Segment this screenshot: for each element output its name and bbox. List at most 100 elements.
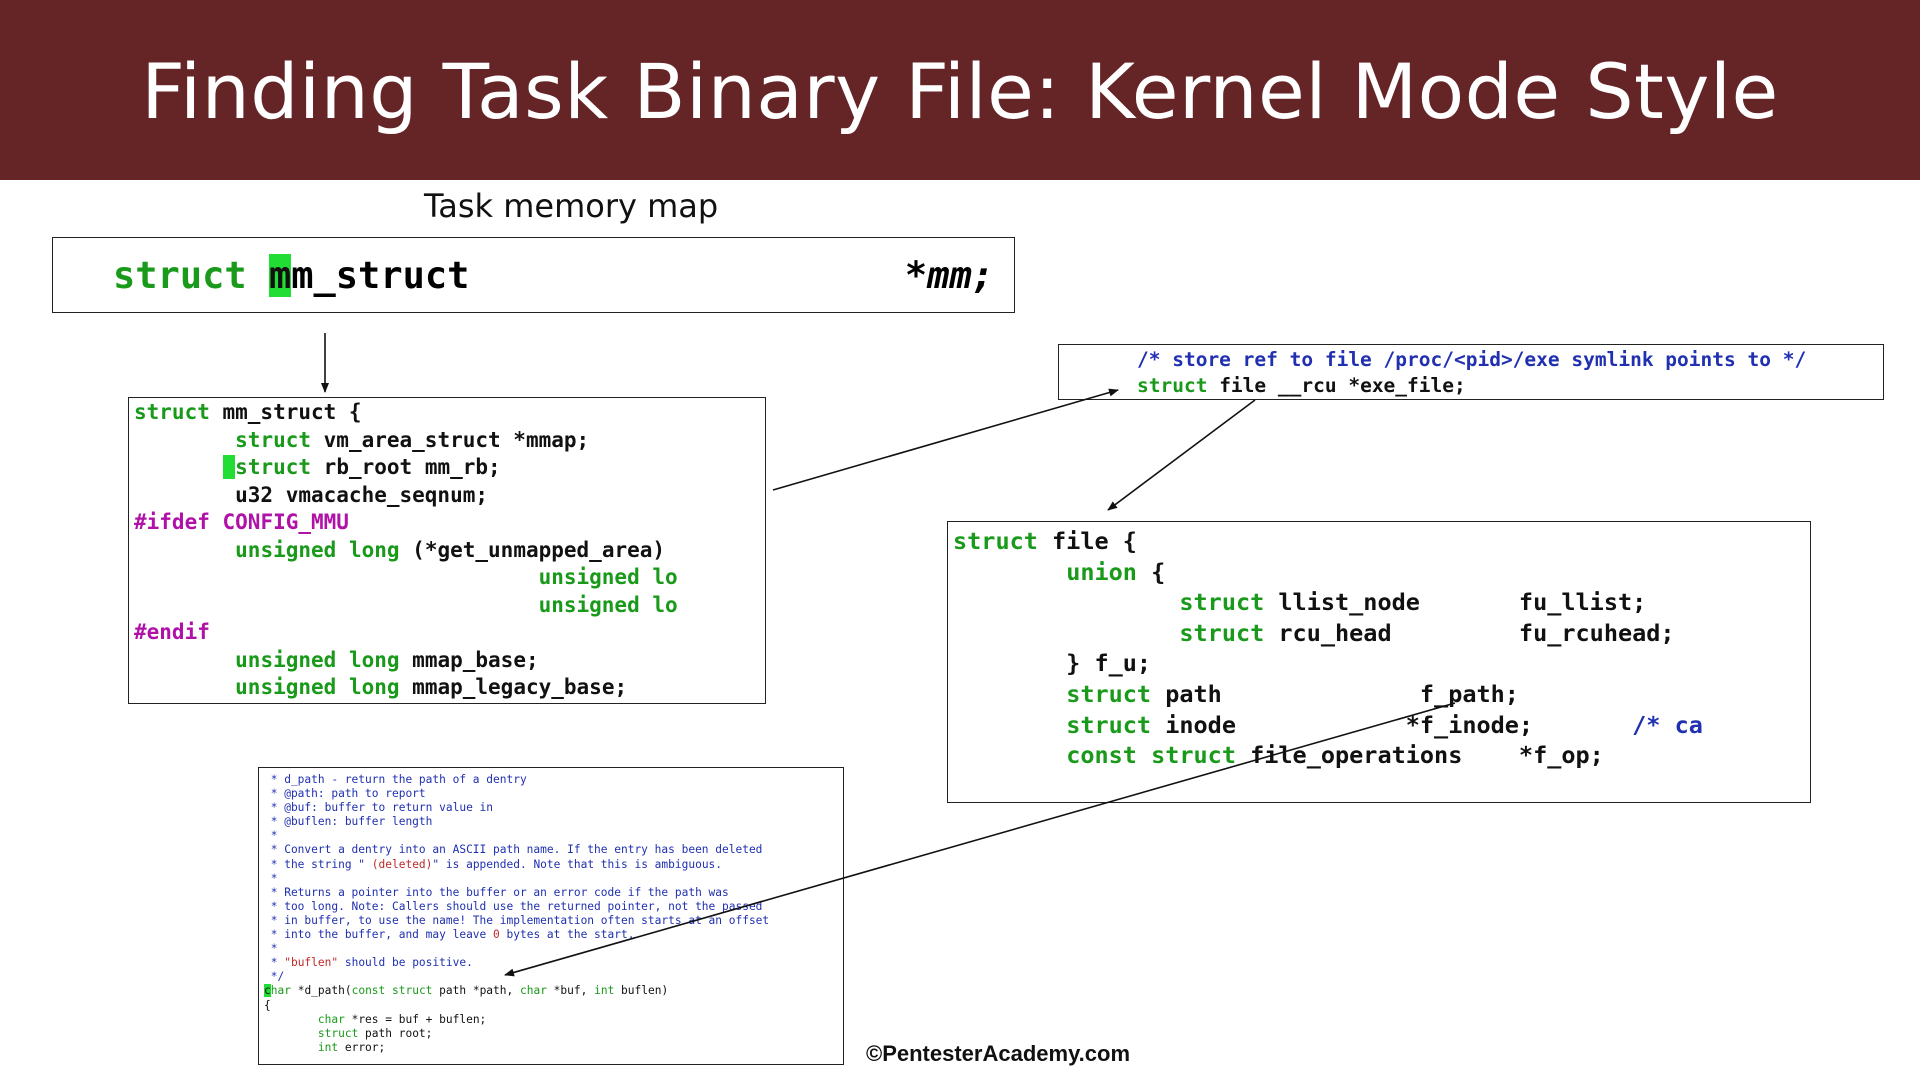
code-token: error; [338,1040,386,1054]
code-token: should be positive. [338,956,473,970]
code-token: union [1066,557,1137,586]
code-token: unsigned lo [538,592,678,617]
code-line: * d_path - return the path of a dentry [264,773,843,787]
code-token: * @buflen: buffer length [264,815,433,829]
code-line: struct rb_root mm_rb; [134,454,765,482]
code-token: struct [134,400,210,424]
code-token: unsigned long [235,537,400,562]
code-line: struct path root; [264,1027,843,1041]
code-token: { [1136,557,1166,586]
code-line: int error; [264,1041,843,1055]
code-line: { [264,999,843,1013]
code-line: unsigned long mmap_base; [134,647,765,675]
code-token: * @buf: buffer to return value in [264,801,494,815]
code-line: * [264,872,843,886]
task-memory-map-label: Task memory map [424,187,719,225]
code-line: * the string " (deleted)" is appended. N… [264,858,843,872]
code-token: #endif [134,620,210,644]
code-token: CONFIG_MMU [222,510,349,534]
code-token: * too long. Note: Callers should use the… [264,899,763,913]
code-line: * into the buffer, and may leave 0 bytes… [264,928,843,942]
title-banner: Finding Task Binary File: Kernel Mode St… [0,0,1920,180]
d-path-code: * d_path - return the path of a dentry *… [264,773,843,1055]
code-token: */ [264,970,285,984]
code-token: char [317,1012,345,1026]
code-token: file_operations *f_op; [1235,741,1604,770]
code-token: buflen) [614,984,669,998]
text-cursor [222,455,236,479]
code-line: * @buflen: buffer length [264,815,843,829]
code-line: u32 vmacache_seqnum; [134,482,765,510]
code-token: inode *f_inode; [1151,710,1633,739]
code-line: * [264,829,843,843]
mm-struct-code: struct mm_struct { struct vm_area_struct… [134,399,765,702]
code-token: vm_area_struct *mmap; [311,427,590,452]
code-token: { [264,998,271,1012]
code-line: struct file { [953,526,1810,557]
code-line: struct llist_node fu_llist; [953,587,1810,618]
code-token: int [594,984,615,998]
code-line: * @buf: buffer to return value in [264,801,843,815]
code-line: * @path: path to report [264,787,843,801]
exe-file-code: /* store ref to file /proc/<pid>/exe sym… [1137,347,1883,398]
code-token: path f_path; [1151,679,1519,708]
code-token: * into the buffer, and may leave [264,928,494,942]
d-path-box: * d_path - return the path of a dentry *… [258,767,844,1065]
text-cursor: m [268,254,292,297]
code-token: struct [1179,618,1265,647]
code-token: struct [1137,373,1208,397]
code-token: " is appended. Note that this is ambiguo… [432,857,723,871]
code-line: unsigned lo [134,592,765,620]
code-line: struct inode *f_inode; /* ca [953,710,1810,741]
code-token: * @path: path to report [264,787,426,801]
code-token: file __rcu *exe_file; [1207,373,1466,397]
code-token: rb_root mm_rb; [311,455,501,479]
code-line: union { [953,557,1810,588]
code-token: mm_struct { [209,400,362,424]
arrow-f-path-to-d-path [504,702,1456,977]
code-token: struct [1066,710,1152,739]
code-token: rcu_head fu_rcuhead; [1264,618,1675,647]
code-line: unsigned lo [134,564,765,592]
code-token: struct [317,1026,359,1040]
code-line: struct mm_struct { [134,399,765,427]
code-token: struct [953,527,1038,555]
code-token: * d_path - return the path of a dentry [264,773,527,786]
code-token: const struct [351,984,433,998]
code-token: path *path, [432,984,520,998]
code-token: *buf, [546,984,595,998]
code-token: * [264,829,278,843]
code-token: unsigned long [235,647,400,672]
code-line: * Returns a pointer into the buffer or a… [264,886,843,900]
code-token: struct [235,427,312,452]
code-token: * [264,871,278,885]
code-token: unsigned long [235,675,400,699]
mm-field-keyword: struct [113,254,269,297]
arrow-exe-file-to-file-struct [1107,399,1256,511]
code-token: struct [1066,679,1152,708]
code-token: /* ca [1632,710,1703,739]
code-line: * Convert a dentry into an ASCII path na… [264,843,843,857]
mm-field-box: struct mm_struct *mm; [52,237,1015,313]
code-token: file { [1037,527,1137,555]
code-line: #ifdef CONFIG_MMU [134,509,765,537]
code-token: * the string " [264,857,372,871]
code-token: } f_u; [953,649,1152,678]
mm-struct-box: struct mm_struct { struct vm_area_struct… [128,397,766,704]
code-line: * "buflen" should be positive. [264,956,843,970]
code-line: struct vm_area_struct *mmap; [134,427,765,455]
code-token: char [519,984,547,998]
mm-field-type: m_struct [291,254,470,297]
code-line: * [264,942,843,956]
code-token: struct [1179,588,1265,617]
code-line: */ [264,970,843,984]
code-token: mmap_legacy_base; [399,675,628,699]
code-token: * Returns a pointer into the buffer or a… [264,885,729,899]
code-token: llist_node fu_llist; [1264,588,1647,617]
code-line: unsigned long mmap_legacy_base; [134,674,765,702]
text-cursor: c [264,984,271,998]
code-token: int [317,1040,339,1054]
code-line: struct path f_path; [953,679,1810,710]
code-token: * [264,942,278,956]
